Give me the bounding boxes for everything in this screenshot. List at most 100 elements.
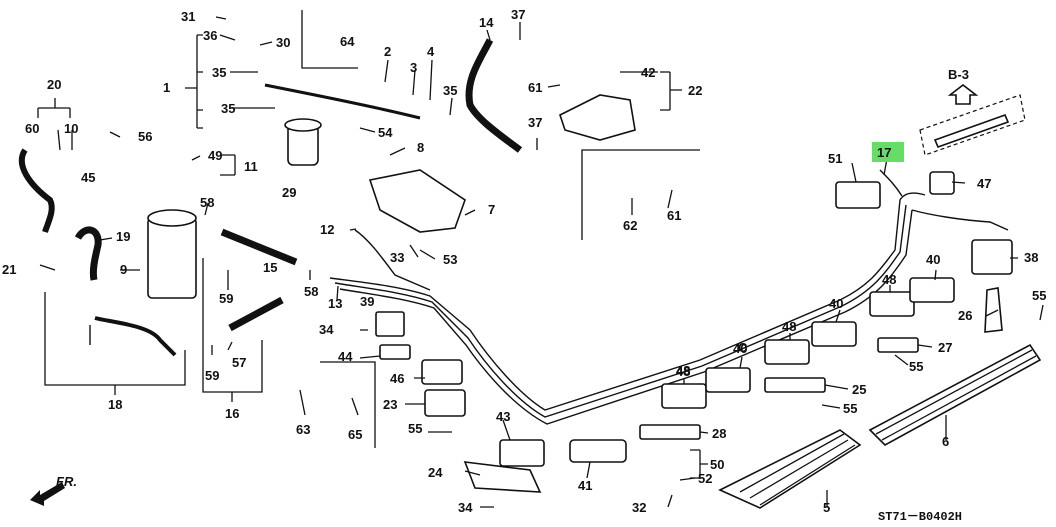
callout-12: 12 [320,222,334,237]
callout-57: 57 [232,355,246,370]
main-fuel-line-bundle [329,169,1009,425]
callout-49: 49 [208,148,222,163]
highlight-box-17 [872,142,904,162]
group-box-62 [581,149,700,240]
clamp-block-38 [971,239,1013,275]
clamp-block-48-c [869,291,915,317]
callout-35: 35 [221,101,235,116]
callout-15: 15 [263,260,277,275]
hose-60 [18,148,55,233]
callout-47: 47 [977,176,991,191]
callout-35: 35 [212,65,226,80]
callout-32: 32 [632,500,646,515]
callout-20: 20 [47,77,61,92]
bracket-23 [424,389,466,417]
callout-7: 7 [488,202,495,217]
callout-63: 63 [296,422,310,437]
box-51 [835,181,881,209]
callout-58: 58 [200,195,214,210]
group-box-65 [320,361,376,448]
group-box-64 [301,10,358,69]
bracket-25 [764,377,826,393]
group-bracket-22 [660,71,682,111]
callout-40: 40 [829,296,843,311]
pipe-protector-6 [868,343,1042,446]
callout-34: 34 [319,322,334,337]
leader-lines [39,16,1044,508]
callout-48: 48 [676,363,690,378]
hose-15 [220,228,298,266]
clamp-block-48-b [764,339,810,365]
bracket-26 [984,287,1003,333]
highlight-label-17[interactable]: 17 [877,145,891,160]
group-bracket-16 [202,258,263,402]
callout-61: 61 [528,80,542,95]
callout-19: 19 [116,229,130,244]
callout-40: 40 [733,341,747,356]
callout-59: 59 [219,291,233,306]
callout-42: 42 [641,65,655,80]
callout-58: 58 [304,284,318,299]
callout-24: 24 [428,465,443,480]
callout-6: 6 [942,434,949,449]
callout-18: 18 [108,397,122,412]
callout-41: 41 [578,478,592,493]
callout-21: 21 [2,262,16,277]
callout-5: 5 [823,500,830,515]
section-b3-box [919,94,1026,156]
callout-14: 14 [479,15,494,30]
callout-1: 1 [163,80,170,95]
callout-43: 43 [496,409,510,424]
diagram-code: ST71－B0402H [878,510,962,524]
clamp-block-c [705,367,751,393]
callout-60: 60 [25,121,39,136]
pipe-18-assembly [89,316,177,357]
fuel-pipe-upper [264,83,421,120]
bracket-24 [463,461,542,493]
callout-4: 4 [427,44,435,59]
callout-45: 45 [81,170,95,185]
callout-3: 3 [410,60,417,75]
callout-44: 44 [338,349,353,364]
callout-28: 28 [712,426,726,441]
callout-9: 9 [120,262,127,277]
bracket-28 [639,424,701,440]
callout-22: 22 [688,83,702,98]
callout-48: 48 [782,319,796,334]
callout-48: 48 [882,272,896,287]
callout-39: 39 [360,294,374,309]
clamp-block-43 [499,439,545,467]
callout-55: 55 [843,401,857,416]
callout-b3: B-3 [948,67,969,82]
callout-26: 26 [958,308,972,323]
bracket-27 [877,337,919,353]
callout-labels: 31 36 30 64 1 35 35 20 60 10 56 49 11 45… [2,7,1046,515]
callout-35: 35 [443,83,457,98]
hose-14 [465,38,523,153]
callout-38: 38 [1024,250,1038,265]
callout-16: 16 [225,406,239,421]
clip-44 [379,344,411,360]
pipe-protector-5 [718,429,862,509]
clamp-block-40-b [811,321,857,347]
front-marker-label: FR. [56,474,77,489]
callout-36: 36 [203,28,217,43]
callout-56: 56 [138,129,152,144]
group-bracket-20 [37,98,71,118]
callout-55: 55 [408,421,422,436]
hose-57 [228,296,284,332]
canister [147,209,197,299]
group-bracket-1 [185,34,203,129]
callout-40: 40 [926,252,940,267]
fuel-filter [284,118,322,166]
callout-31: 31 [181,9,195,24]
clamp-block-48-a [661,383,707,409]
callout-46: 46 [390,371,404,386]
callout-64: 64 [340,34,355,49]
callout-61: 61 [667,208,681,223]
bracket-7 [368,169,466,233]
callout-34: 34 [458,500,473,515]
group-bracket-11 [220,154,236,176]
callout-50: 50 [710,457,724,472]
